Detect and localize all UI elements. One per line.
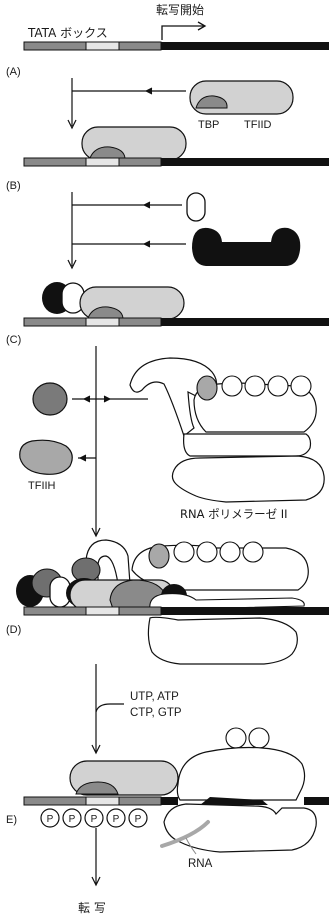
panel-e-label: E)	[6, 814, 17, 826]
panel-a-label: (A)	[6, 66, 21, 78]
phospho-label-2: P	[69, 814, 76, 825]
tfiib-entry-head	[144, 241, 150, 247]
tfiia-entry-head	[144, 202, 150, 208]
panel-c: (C) TFIIH RNA ポリメラーゼ II	[6, 282, 329, 536]
pol-lower-domain-d	[148, 617, 297, 664]
panel-d-label: (D)	[6, 624, 21, 636]
panel-b-label: (B)	[6, 180, 21, 192]
dna-strand-c	[24, 318, 329, 326]
panel-d: (D)	[6, 540, 329, 664]
tfiid-bound	[82, 127, 186, 160]
ntp-addition: UTP, ATP CTP, GTP	[92, 664, 182, 753]
transcription-label: 転 写	[78, 901, 106, 915]
tata-box-label: TATA ボックス	[27, 26, 108, 40]
rna-polymerase-label: RNA ポリメラーゼ II	[180, 507, 288, 521]
complex-c	[42, 282, 184, 319]
rna-label: RNA	[188, 858, 213, 870]
tfiie-entry-head	[84, 396, 90, 402]
phospho-label-5: P	[135, 814, 142, 825]
tfiid-entry-head	[146, 88, 152, 94]
dna-strand-d	[24, 607, 329, 615]
tfiih-label: TFIIH	[28, 480, 56, 492]
tfiie-factor	[33, 383, 67, 415]
dna-strand-b	[24, 158, 329, 166]
rna-polymerase-ii-free	[130, 358, 324, 502]
tbp-label: TBP	[198, 119, 219, 131]
panel-e: E) P P P P P RNA 転 写	[6, 728, 329, 915]
tfiih-entry-head	[80, 455, 86, 461]
panel-a: TATA ボックス 転写開始 (A) TBP TFIID	[6, 3, 329, 131]
ntp-entry-line	[96, 704, 124, 712]
white-factor	[187, 193, 205, 221]
phospho-label-1: P	[47, 814, 54, 825]
panel-b: (B)	[6, 127, 329, 268]
tfiid-label: TFIID	[244, 119, 272, 131]
tfiih-factor	[20, 440, 73, 474]
phospho-label-4: P	[113, 814, 120, 825]
start-arrow	[162, 26, 204, 40]
pol-entry-head	[104, 396, 110, 402]
ntps-line2: CTP, GTP	[130, 707, 182, 719]
tfiid-complex-free	[190, 81, 293, 114]
phospho-tail: P P P P P	[41, 809, 147, 827]
complex-d	[16, 540, 308, 612]
dark-dumbbell-factor	[192, 228, 300, 266]
phospho-label-3: P	[91, 814, 98, 825]
dna-strand-a	[24, 42, 329, 50]
transcription-start-label: 転写開始	[156, 3, 204, 17]
panel-c-label: (C)	[6, 334, 21, 346]
ntps-line1: UTP, ATP	[130, 691, 179, 703]
